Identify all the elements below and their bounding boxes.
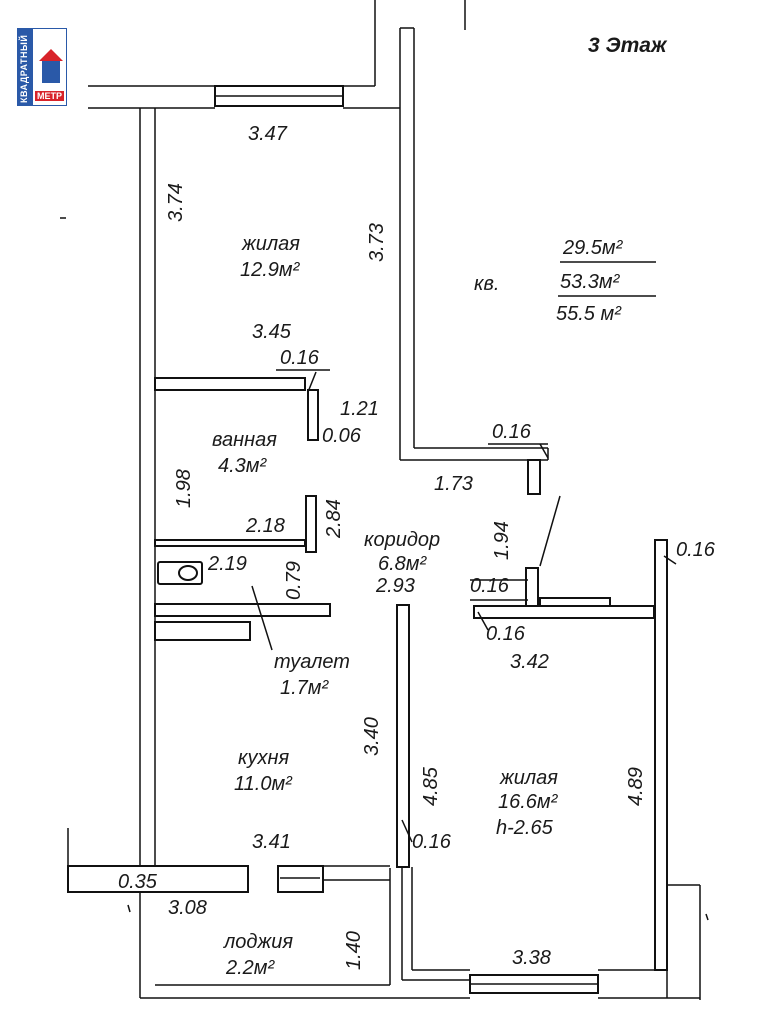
dim-living2-bottom: 3.38: [512, 947, 551, 969]
loggia-area: 2.2м²: [225, 957, 276, 979]
toilet-name: туалет: [274, 651, 350, 673]
dim-wall-thickness-e: 0.16: [486, 623, 526, 645]
walls: [67, 0, 701, 1000]
toilet-area: 1.7м²: [280, 677, 330, 699]
bathroom-name: ванная: [212, 429, 277, 451]
corridor-area: 6.8м²: [378, 553, 428, 575]
logo-box-icon: [42, 61, 60, 83]
apartment-total-loggia: 55.5 м²: [556, 303, 622, 325]
dim-door-1: 1.21: [340, 398, 379, 420]
dim-loggia-width: 3.08: [168, 897, 207, 919]
dim-living1-right: 3.73: [366, 223, 388, 262]
floor-label: 3 Этаж: [588, 34, 668, 57]
dim-balcony-wall: 0.35: [118, 871, 158, 893]
dim-loggia-depth: 1.40: [343, 931, 365, 970]
kitchen-name: кухня: [238, 747, 289, 769]
dim-toilet-width: 2.19: [207, 553, 247, 575]
apartment-total-area: 53.3м²: [560, 271, 621, 293]
tick-marks: [60, 217, 709, 921]
dim-bath-corridor: 2.84: [323, 499, 345, 539]
labels: 3 Этаж 3.47 3.74 3.73 жилая 12.9м² кв. 2…: [118, 34, 716, 979]
dim-door-offset: 0.06: [322, 425, 362, 447]
dim-corridor-top: 1.73: [434, 473, 473, 495]
dim-wall-thickness-d: 0.16: [470, 575, 510, 597]
living1-name: жилая: [241, 233, 300, 255]
dim-living1-bottom: 3.45: [252, 321, 292, 343]
logo: КВАДРАТНЫЙ МЕТР: [17, 28, 67, 106]
dim-living2-right: 4.89: [625, 767, 647, 806]
dim-bathroom-width: 2.18: [245, 515, 285, 537]
dim-toilet-depth: 0.79: [283, 561, 305, 600]
dim-wall-thickness-a: 0.16: [280, 347, 320, 369]
corridor-name: коридор: [364, 529, 440, 551]
logo-house-icon: [39, 49, 63, 61]
dim-kitchen-right: 3.40: [361, 717, 383, 756]
living2-name: жилая: [499, 767, 558, 789]
dim-bathroom-height: 1.98: [173, 469, 195, 508]
dim-kitchen-bottom: 3.41: [252, 831, 291, 853]
living1-area: 12.9м²: [240, 259, 301, 281]
dim-top-width: 3.47: [248, 123, 288, 145]
dim-corridor-right: 1.94: [491, 521, 513, 560]
logo-bar: [18, 29, 33, 105]
apartment-living-area: 29.5м²: [562, 237, 624, 259]
dim-living2-left: 4.85: [420, 766, 442, 806]
dim-wall-thickness-f: 0.16: [412, 831, 452, 853]
dim-outer-wall: 0.16: [676, 539, 716, 561]
bathroom-area: 4.3м²: [218, 455, 268, 477]
loggia-name: лоджия: [223, 931, 293, 953]
logo-metr: МЕТР: [35, 91, 65, 101]
dim-living2-top: 3.42: [510, 651, 549, 673]
apartment-label: кв.: [474, 273, 499, 295]
kitchen-area: 11.0м²: [234, 773, 293, 795]
living2-height: h-2.65: [496, 817, 554, 839]
living2-area: 16.6м²: [498, 791, 559, 813]
dim-corridor-width: 2.93: [375, 575, 415, 597]
dim-wall-thickness-b: 0.16: [492, 421, 532, 443]
dim-living1-left: 3.74: [165, 183, 187, 222]
